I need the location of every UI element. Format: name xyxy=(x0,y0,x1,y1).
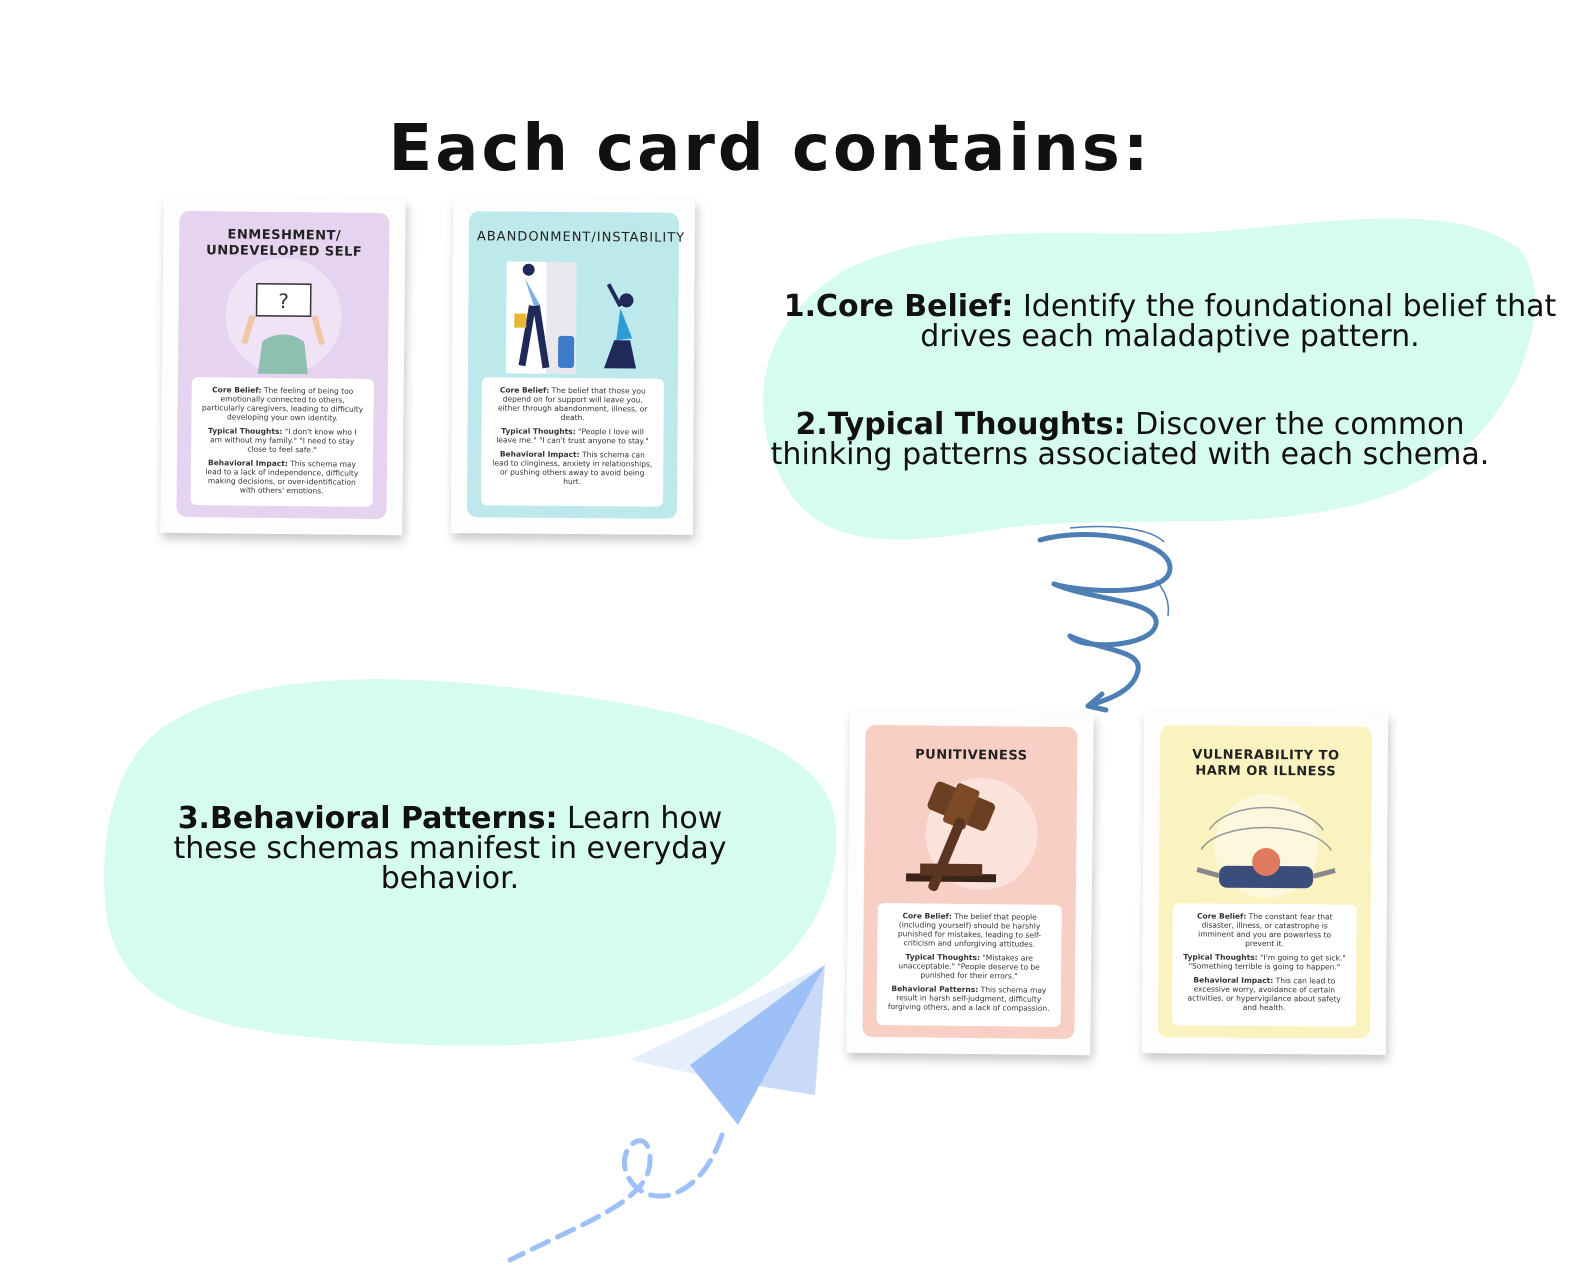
card-photo-enmeshment: ENMESHMENT/ UNDEVELOPED SELF ? Core Beli… xyxy=(160,196,406,536)
card-title: VULNERABILITY TO HARM OR ILLNESS xyxy=(1192,747,1340,780)
paper-plane-icon xyxy=(507,965,825,1263)
svg-text:?: ? xyxy=(278,289,289,313)
point-core-belief: 1.Core Belief: Identify the foundational… xyxy=(780,292,1560,352)
core-label: Core Belief: xyxy=(499,385,550,395)
card-photo-abandonment: ABANDONMENT/INSTABILITY Core Belief: The… xyxy=(450,197,696,535)
swirl-arrow-icon xyxy=(1037,525,1173,713)
point-text: Learn how these schemas manifest in ever… xyxy=(173,801,727,896)
point-number: 1. xyxy=(783,289,817,324)
card-punitiveness: PUNITIVENESS Core Belief: The belief tha… xyxy=(862,724,1078,1040)
anxious-person-icon xyxy=(1196,794,1336,899)
point-heading: Core Belief: xyxy=(816,289,1014,324)
card-abandonment: ABANDONMENT/INSTABILITY Core Belief: The… xyxy=(466,211,686,519)
point-number: 2. xyxy=(795,407,828,442)
card-photo-punitiveness: PUNITIVENESS Core Belief: The belief tha… xyxy=(846,710,1094,1056)
point-heading: Typical Thoughts: xyxy=(827,407,1126,442)
point-behavioral-patterns: 3.Behavioral Patterns: Learn how these s… xyxy=(170,804,730,894)
card-photo-vulnerability: VULNERABILITY TO HARM OR ILLNESS Core Be… xyxy=(1141,711,1389,1055)
page-title: Each card contains: xyxy=(388,112,1152,186)
point-text: Discover the common thinking patterns as… xyxy=(770,407,1490,472)
card-enmeshment: ENMESHMENT/ UNDEVELOPED SELF ? Core Beli… xyxy=(176,210,390,520)
point-heading: Behavioral Patterns: xyxy=(209,801,558,836)
gavel-icon xyxy=(906,778,1038,892)
blob-bottom-left xyxy=(104,679,837,1046)
card-description: Core Belief: The belief that people (inc… xyxy=(876,903,1062,1027)
point-text: Identify the foundational belief that dr… xyxy=(920,289,1557,354)
card-title: ABANDONMENT/INSTABILITY xyxy=(476,229,686,246)
thoughts-label: Typical Thoughts: xyxy=(501,426,576,437)
blob-top-right xyxy=(763,218,1535,540)
card-title: PUNITIVENESS xyxy=(915,747,1028,764)
card-description: Core Belief: The constant fear that disa… xyxy=(1172,903,1357,1027)
card-description: Core Belief: The feeling of being too em… xyxy=(190,377,374,507)
question-face-icon: ? xyxy=(225,258,342,375)
point-number: 3. xyxy=(177,801,210,836)
leaving-person-icon xyxy=(505,261,636,375)
core-label: Core Belief: xyxy=(1196,911,1247,921)
card-vulnerability: VULNERABILITY TO HARM OR ILLNESS Core Be… xyxy=(1157,725,1373,1039)
point-typical-thoughts: 2.Typical Thoughts: Discover the common … xyxy=(760,410,1500,470)
card-description: Core Belief: The belief that those you d… xyxy=(481,377,664,507)
